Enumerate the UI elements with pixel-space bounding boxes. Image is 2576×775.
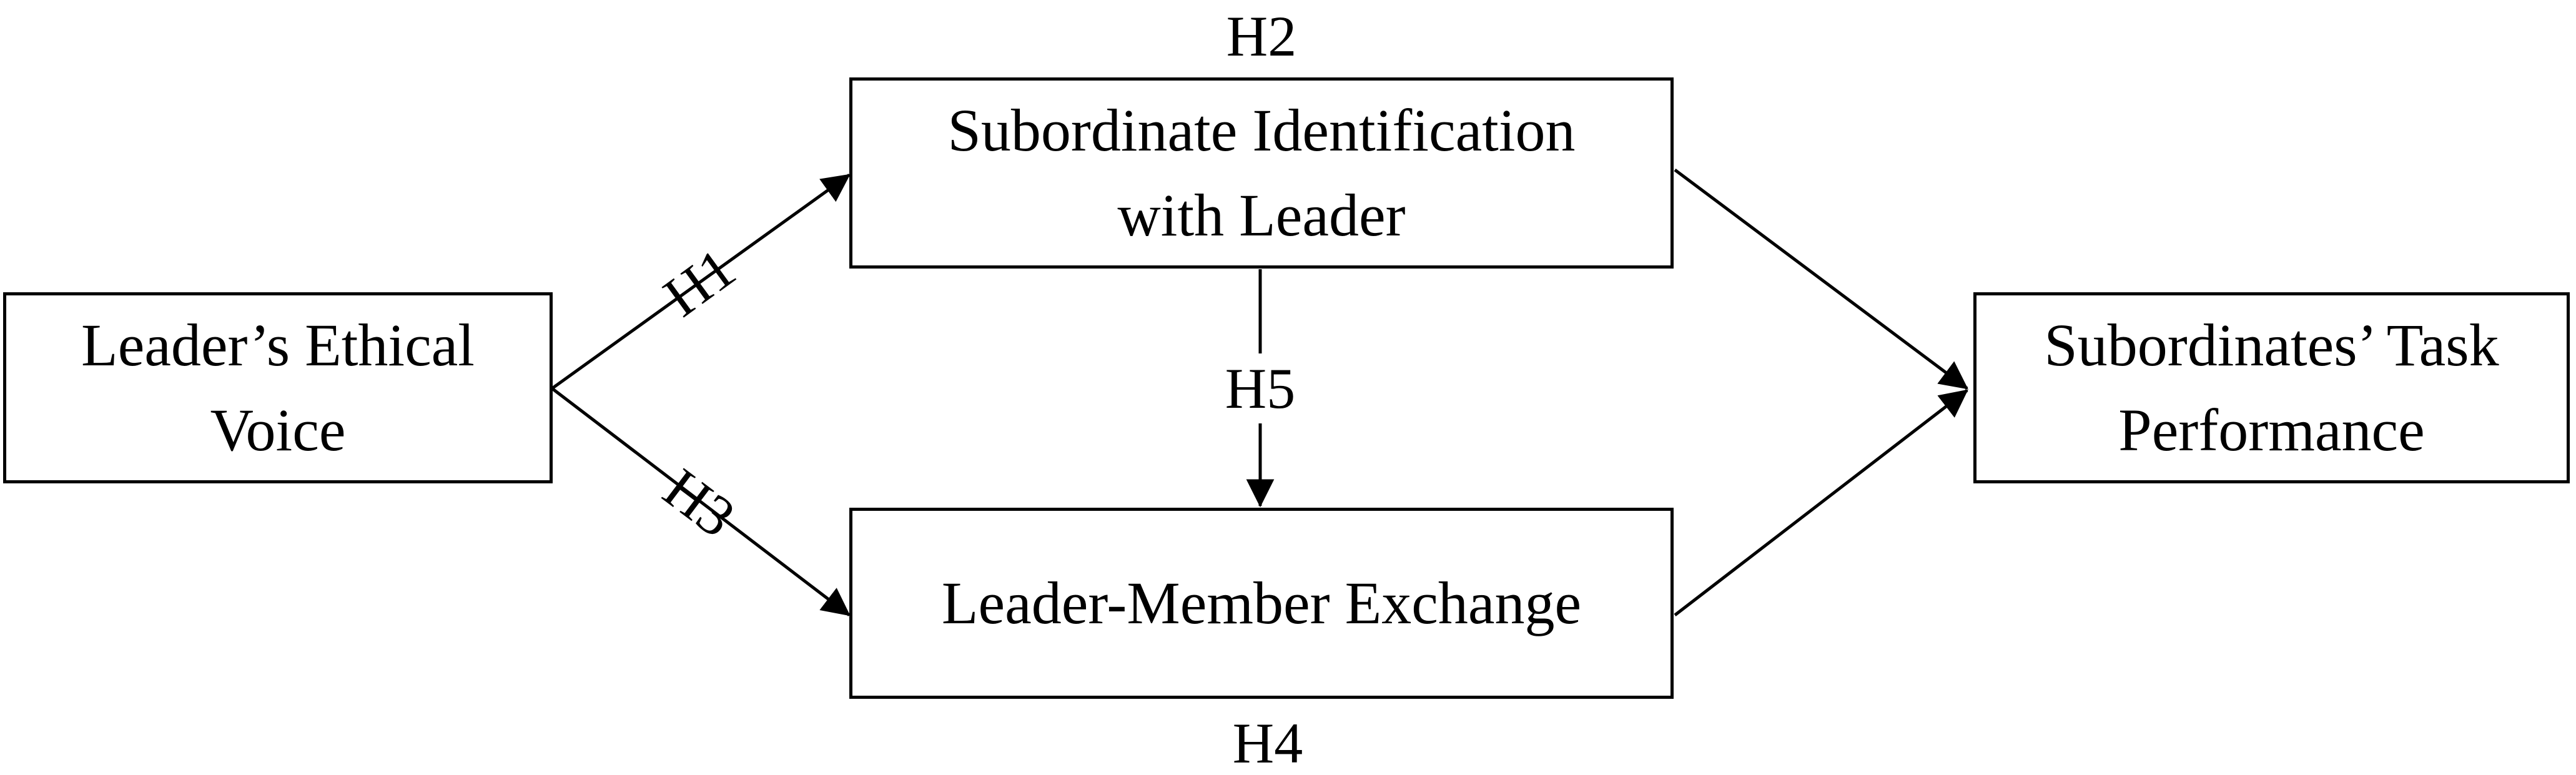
arrow-h2 (1674, 168, 1968, 390)
hypothesis-label-h2: H2 (1226, 4, 1297, 68)
node-label: Performance (2118, 397, 2425, 463)
arrow-h4 (1674, 389, 1968, 616)
node-leaders-ethical-voice: Leader’s Ethical Voice (3, 292, 553, 483)
arrow-h3 (551, 387, 851, 616)
node-label: Subordinate Identification (947, 96, 1576, 164)
hypothesis-label-h4: H4 (1232, 711, 1303, 775)
hypothesis-label-h5: H5 (1220, 353, 1301, 423)
node-subordinates-task-performance: Subordinates’ Task Performance (1973, 292, 2570, 483)
node-label: Subordinates’ Task (2044, 311, 2499, 378)
node-leader-member-exchange: Leader-Member Exchange (849, 508, 1674, 699)
node-label: with Leader (1117, 182, 1406, 249)
node-label: Voice (210, 397, 346, 463)
node-label: Leader’s Ethical (81, 311, 475, 378)
node-subordinate-identification: Subordinate Identification with Leader (849, 77, 1674, 269)
node-label: Leader-Member Exchange (941, 569, 1582, 636)
arrow-h1 (551, 173, 851, 390)
